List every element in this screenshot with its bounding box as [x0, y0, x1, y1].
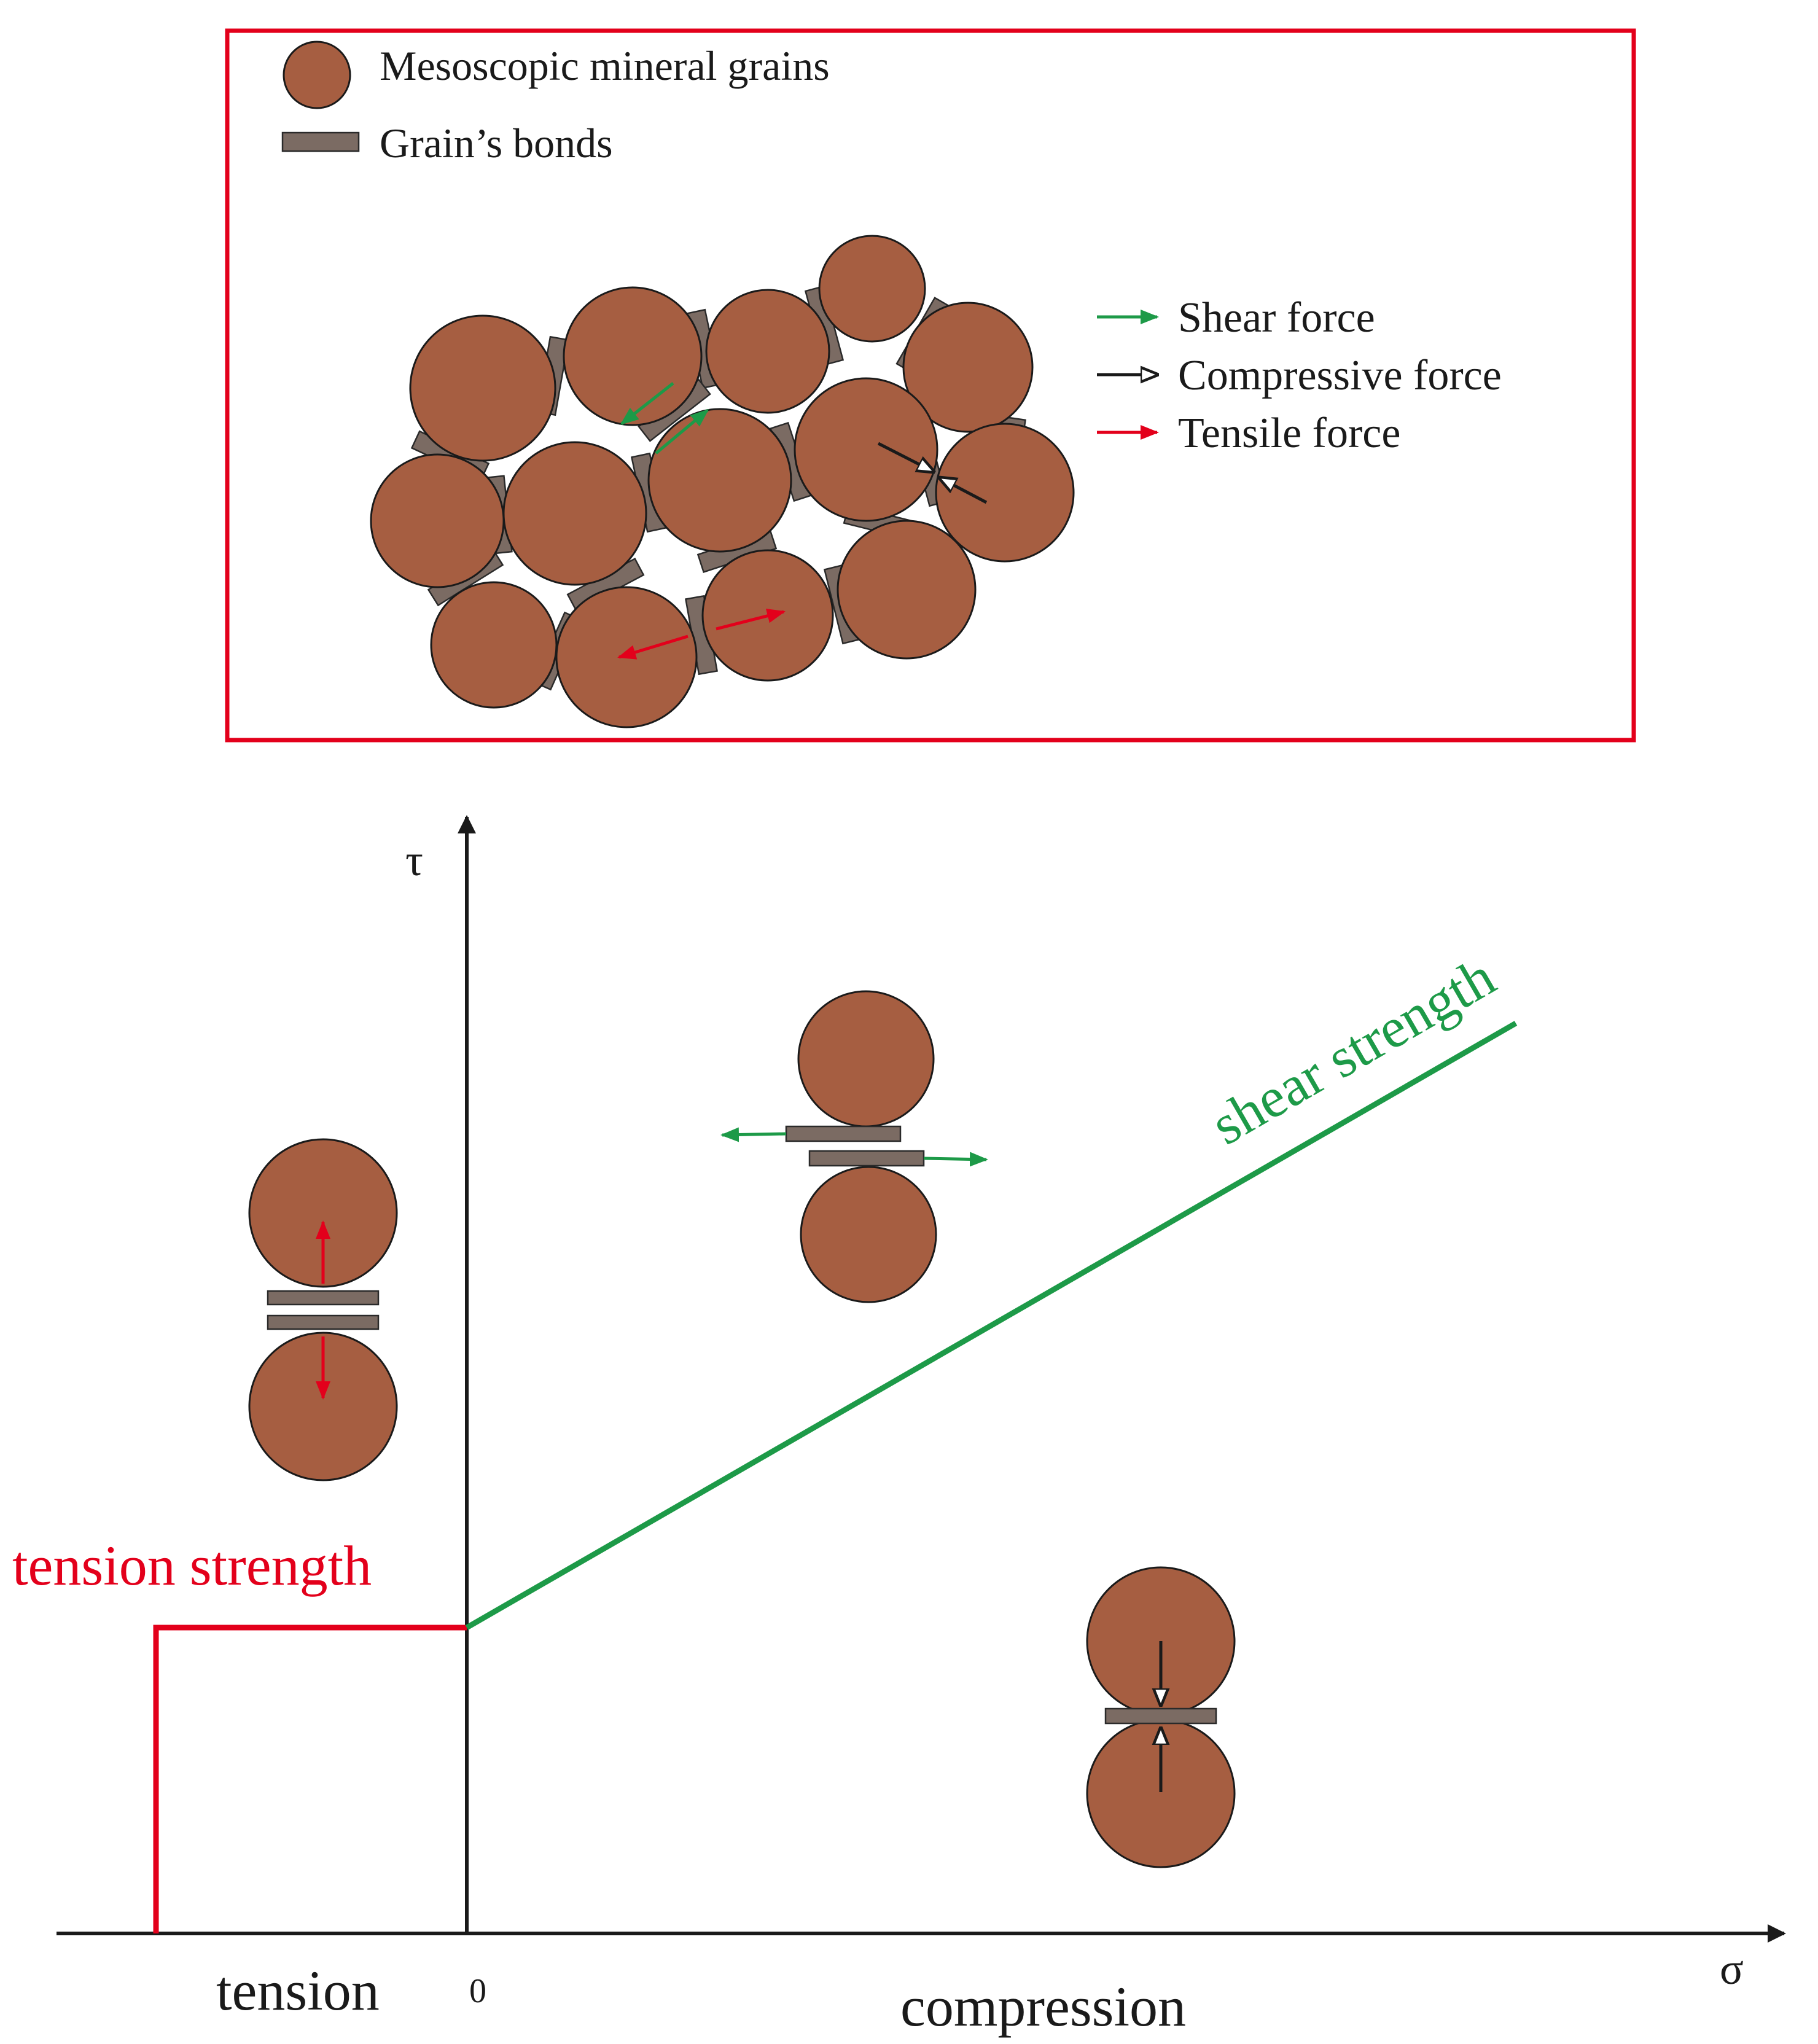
grain — [370, 453, 505, 588]
legend-grains-label: Mesoscopic mineral grains — [380, 42, 830, 89]
shear-arrow — [720, 1127, 787, 1142]
grain — [248, 1138, 398, 1288]
tension-strength-label: tension strength — [12, 1534, 372, 1597]
bond — [267, 1290, 380, 1306]
grain — [555, 586, 698, 728]
grain-cluster — [370, 235, 1075, 728]
shear-failure-illustration — [720, 990, 988, 1303]
tension-label: tension — [216, 1959, 380, 2022]
shear-strength-line — [465, 1021, 1518, 1630]
grain — [409, 314, 556, 462]
cluster-tensile-arrow — [617, 634, 689, 660]
grain — [818, 235, 926, 343]
shear-strength-label: shear strength — [1201, 945, 1505, 1157]
cluster-shear-arrow — [655, 409, 709, 454]
shear-arrow — [923, 1152, 988, 1167]
bond — [785, 1125, 902, 1142]
grain — [705, 289, 830, 414]
legend-grain-swatch — [283, 41, 351, 109]
grain — [935, 423, 1075, 563]
legend-shear-label: Shear force — [1178, 294, 1375, 341]
legend-bond-swatch — [281, 131, 360, 152]
grain — [502, 441, 647, 586]
grain — [797, 990, 935, 1128]
tensile-failure-illustration — [248, 1138, 398, 1481]
tension-strength-line — [153, 1625, 467, 1933]
origin-label: 0 — [469, 1972, 486, 2010]
grain — [647, 408, 792, 553]
grain — [563, 286, 703, 426]
grain — [800, 1166, 937, 1303]
bond — [808, 1150, 925, 1167]
grain — [248, 1332, 398, 1481]
grain — [902, 302, 1034, 433]
cluster-tensile-arrow — [716, 609, 786, 631]
compressive-illustration — [1086, 1566, 1236, 1868]
bond — [1104, 1707, 1217, 1725]
grain — [794, 377, 938, 522]
cluster-compressive-arrow — [877, 442, 934, 472]
y-axis-label: τ — [405, 836, 423, 885]
compression-label: compression — [900, 1975, 1186, 2038]
x-axis-label: σ — [1720, 1945, 1744, 1994]
grain — [430, 581, 558, 709]
grain — [837, 520, 977, 660]
legend-bonds-label: Grain’s bonds — [380, 120, 613, 166]
legend-compressive-label: Compressive force — [1178, 352, 1502, 399]
top-panel-frame — [225, 28, 1636, 743]
legend-tensile-label: Tensile force — [1178, 410, 1400, 457]
bond — [267, 1314, 380, 1330]
cluster-shear-arrow — [620, 382, 674, 425]
cluster-compressive-arrow — [940, 478, 988, 504]
